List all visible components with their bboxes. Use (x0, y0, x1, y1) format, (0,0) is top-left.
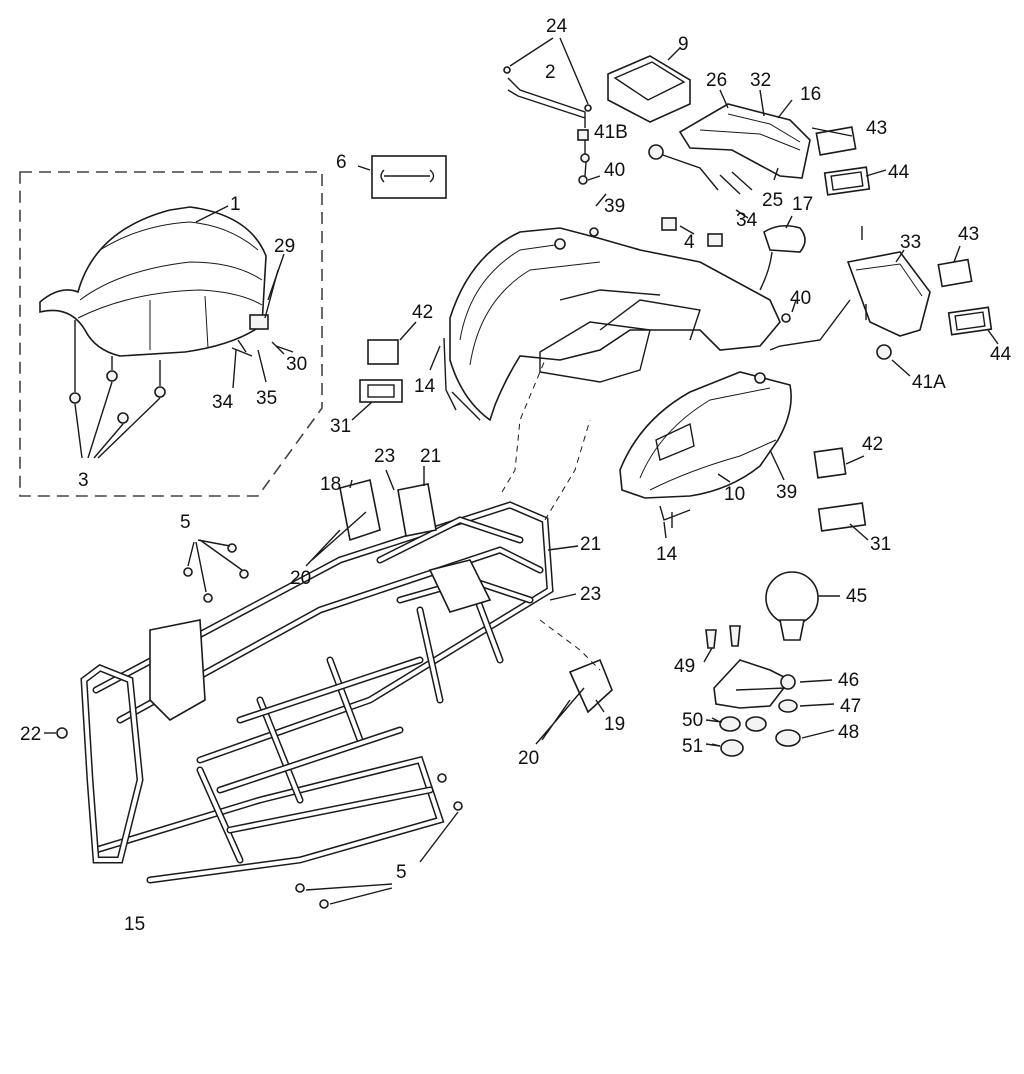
callout-30: 30 (286, 354, 307, 375)
callout-6: 6 (336, 152, 347, 173)
callout-34-seat: 34 (212, 392, 234, 413)
storage-cover (607, 55, 691, 123)
callout-39-lower: 39 (776, 482, 797, 503)
callout-9: 9 (678, 34, 689, 55)
callout-14-right: 14 (656, 544, 678, 565)
callout-35: 35 (256, 388, 277, 409)
callout-50: 50 (682, 710, 703, 731)
seat-group-dashed-border (19, 171, 323, 497)
callout-32: 32 (750, 70, 771, 91)
callout-31-right: 31 (870, 534, 891, 555)
callout-49: 49 (674, 656, 695, 677)
callout-42-left: 42 (412, 302, 433, 323)
tool-kit (357, 155, 447, 199)
callout-48: 48 (838, 722, 859, 743)
rear-light-housing (648, 103, 871, 196)
callout-45: 45 (846, 586, 867, 607)
callout-21-upper: 21 (420, 446, 441, 467)
callout-44-upper: 44 (888, 162, 910, 183)
callout-42-right: 42 (862, 434, 883, 455)
callout-18: 18 (320, 474, 341, 495)
callout-29: 29 (274, 236, 295, 257)
callout-40-upper: 40 (604, 160, 625, 181)
callout-44-lower: 44 (990, 344, 1012, 365)
seat-group (19, 171, 323, 497)
callout-33: 33 (900, 232, 921, 253)
callout-40-lower: 40 (790, 288, 811, 309)
callout-10: 10 (724, 484, 745, 505)
callout-47: 47 (840, 696, 861, 717)
callout-34-light: 34 (736, 210, 758, 231)
callout-21-lower: 21 (580, 534, 601, 555)
seat (39, 206, 267, 357)
carrier-bracket (503, 37, 592, 185)
callout-43-lower: 43 (958, 224, 979, 245)
callout-41B: 41B (594, 122, 628, 143)
callout-39-upper: 39 (604, 196, 625, 217)
callout-46: 46 (838, 670, 859, 691)
callout-17: 17 (792, 194, 813, 215)
callout-2: 2 (545, 62, 556, 83)
callout-5-lower: 5 (396, 862, 407, 883)
callout-19: 19 (604, 714, 625, 735)
callout-20-upper: 20 (290, 568, 311, 589)
main-frame (80, 359, 613, 884)
leader-lines (195, 47, 999, 747)
rear-fender (443, 217, 806, 528)
callout-31-left: 31 (330, 416, 351, 437)
callout-1: 1 (230, 194, 241, 215)
tow-hitch (705, 571, 840, 757)
callout-15: 15 (124, 914, 145, 935)
callout-4: 4 (684, 232, 695, 253)
callout-3: 3 (78, 470, 89, 491)
callout-25: 25 (762, 190, 783, 211)
callout-labels: 1 2 3 4 5 5 6 9 10 14 14 15 16 17 18 19 … (20, 16, 1012, 935)
frame-fasteners (44, 539, 463, 909)
callout-20-lower: 20 (518, 748, 539, 769)
plates (359, 339, 867, 532)
callout-26: 26 (706, 70, 727, 91)
callout-43-upper: 43 (866, 118, 887, 139)
callout-23-lower: 23 (580, 584, 601, 605)
callout-16: 16 (800, 84, 821, 105)
callout-41A: 41A (912, 372, 946, 393)
callout-23-upper: 23 (374, 446, 395, 467)
rear-bracket (769, 226, 993, 360)
callout-14-left: 14 (414, 376, 436, 397)
callout-22: 22 (20, 724, 41, 745)
callout-51: 51 (682, 736, 703, 757)
callout-5-upper: 5 (180, 512, 191, 533)
callout-24: 24 (546, 16, 568, 37)
